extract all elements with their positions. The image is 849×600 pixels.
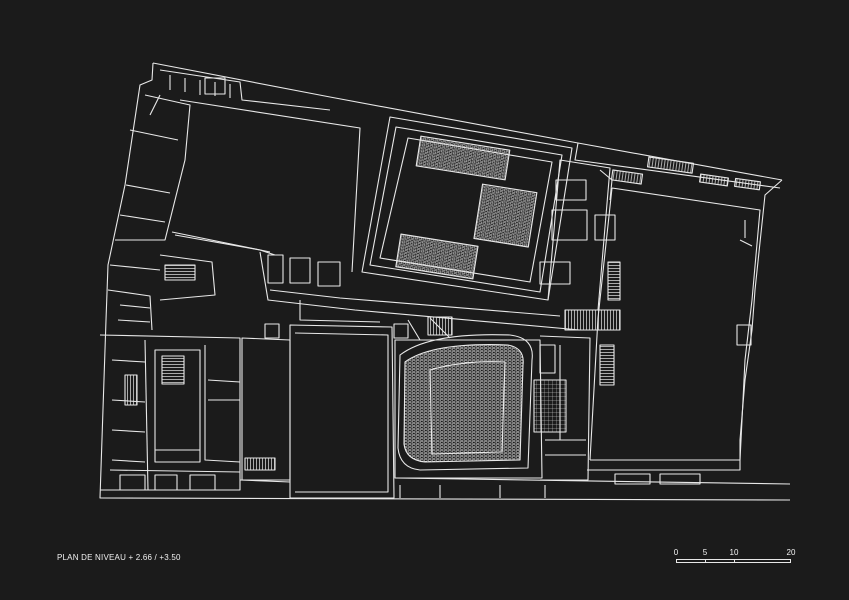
scale-tick [734, 559, 735, 563]
plan-caption: PLAN DE NIVEAU + 2.66 / +3.50 [57, 553, 181, 562]
scale-label-5: 5 [702, 548, 708, 557]
outline-east [587, 179, 783, 471]
upper-theatre [361, 116, 573, 301]
scale-tick [705, 559, 706, 563]
scale-label-10: 10 [729, 548, 739, 557]
scale-label-20: 20 [786, 548, 796, 557]
circulation [259, 159, 621, 331]
building-outline [99, 62, 791, 501]
south-west-block [99, 334, 241, 491]
south-service [394, 335, 791, 498]
stage-box [239, 323, 409, 499]
scale-bar: 0 5 10 20 [673, 548, 796, 570]
main-auditorium [394, 316, 567, 479]
north-east-corridor [574, 142, 781, 191]
scale-tick [676, 559, 677, 563]
scale-label-0: 0 [673, 548, 679, 557]
west-wing [107, 75, 276, 331]
outline-inner-north [159, 69, 331, 111]
scale-tick [790, 559, 791, 563]
east-hall [589, 187, 761, 461]
north-hall [171, 99, 361, 273]
